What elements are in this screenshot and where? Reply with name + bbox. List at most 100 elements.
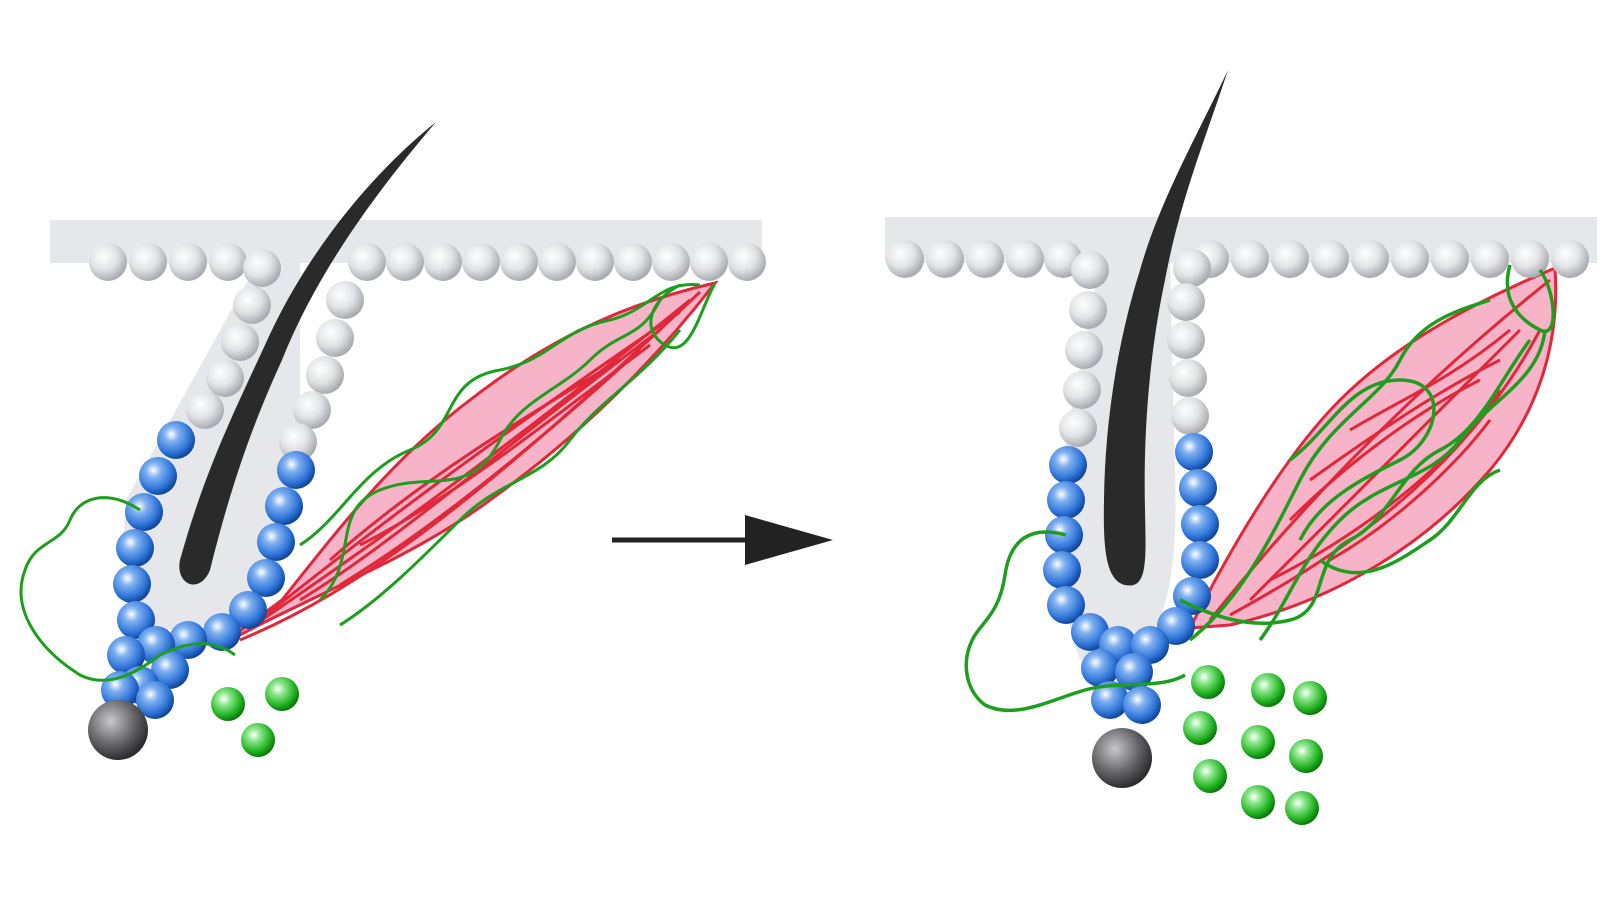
niche-cell xyxy=(1191,665,1225,699)
skin-cell xyxy=(233,286,271,324)
panel-before xyxy=(19,122,766,760)
skin-cell xyxy=(1231,240,1269,278)
skin-cell xyxy=(1071,251,1109,289)
skin-cell xyxy=(966,240,1004,278)
stem-cell xyxy=(1175,433,1213,471)
hair-shaft xyxy=(179,122,436,585)
skin-cell xyxy=(206,359,244,397)
stem-cells-after xyxy=(1043,433,1219,724)
skin-cell xyxy=(326,281,364,319)
skin-cell xyxy=(462,243,500,281)
skin-cells-before xyxy=(89,243,766,461)
skin-cell xyxy=(1551,240,1589,278)
stem-cell xyxy=(1043,551,1081,589)
skin-cell xyxy=(1069,291,1107,329)
skin-cell xyxy=(1167,321,1205,359)
niche-cells-after xyxy=(1183,665,1327,825)
skin-cell xyxy=(209,243,247,281)
dermal-papilla xyxy=(88,700,148,760)
stem-cell xyxy=(1181,505,1219,543)
skin-cell xyxy=(386,243,424,281)
skin-cell xyxy=(1063,371,1101,409)
stem-cell xyxy=(139,457,177,495)
skin-cell xyxy=(1065,331,1103,369)
stem-cell xyxy=(1091,681,1129,719)
stem-cell xyxy=(151,651,189,689)
skin-cell xyxy=(221,323,259,361)
hair-shaft xyxy=(1103,70,1228,586)
nerve-before xyxy=(19,282,717,682)
niche-cell xyxy=(1293,681,1327,715)
niche-cell xyxy=(265,677,299,711)
stem-cell xyxy=(107,636,145,674)
skin-cell xyxy=(926,240,964,278)
stem-cell xyxy=(1123,686,1161,724)
niche-cell xyxy=(1289,739,1323,773)
follicle-cavity xyxy=(124,262,300,632)
skin-cell xyxy=(728,243,766,281)
niche-cell xyxy=(1285,791,1319,825)
stem-cell xyxy=(157,421,195,459)
niche-cell xyxy=(1241,785,1275,819)
skin-cell xyxy=(279,423,317,461)
niche-cell xyxy=(1183,711,1217,745)
stem-cell xyxy=(265,487,303,525)
skin-cell xyxy=(169,243,207,281)
stem-cell xyxy=(1047,586,1085,624)
skin-cell xyxy=(1167,283,1205,321)
skin-cell xyxy=(1059,409,1097,447)
stem-cell xyxy=(169,621,207,659)
stem-cell xyxy=(1115,653,1153,691)
skin-cell xyxy=(500,243,538,281)
stem-cell xyxy=(229,591,267,629)
skin-cells-after xyxy=(886,240,1589,447)
skin-cell xyxy=(886,240,924,278)
skin-cell xyxy=(306,356,344,394)
skin-cell xyxy=(576,243,614,281)
skin-cell xyxy=(1511,240,1549,278)
skin-cell xyxy=(614,243,652,281)
skin-cell xyxy=(293,391,331,429)
muscle-fibers xyxy=(239,290,702,642)
skin-cell xyxy=(1391,240,1429,278)
skin-cell xyxy=(348,243,386,281)
stem-cell xyxy=(1179,469,1217,507)
skin-cell xyxy=(1431,240,1469,278)
skin-cell xyxy=(186,391,224,429)
panel-after xyxy=(885,70,1597,825)
niche-cell xyxy=(241,723,275,757)
skin-cell xyxy=(316,319,354,357)
skin-cell xyxy=(1169,359,1207,397)
skin-cell xyxy=(89,243,127,281)
stem-cell xyxy=(1081,649,1119,687)
stem-cell xyxy=(1047,481,1085,519)
stem-cell xyxy=(257,523,295,561)
skin-cell xyxy=(1171,397,1209,435)
stem-cell xyxy=(1157,607,1195,645)
nerve-after xyxy=(964,264,1555,713)
skin-cell xyxy=(424,243,462,281)
skin-cell xyxy=(1311,240,1349,278)
skin-cell xyxy=(1173,249,1211,287)
skin-cell xyxy=(243,249,281,287)
skin-cell xyxy=(652,243,690,281)
niche-cell xyxy=(1241,725,1275,759)
stem-cell xyxy=(277,451,315,489)
stem-cell xyxy=(136,681,174,719)
stem-cell xyxy=(247,559,285,597)
niche-cell xyxy=(1193,759,1227,793)
stem-cell xyxy=(116,529,154,567)
niche-cell xyxy=(211,687,245,721)
stem-cell xyxy=(125,493,163,531)
skin-cell xyxy=(1351,240,1389,278)
dermal-papilla xyxy=(1092,728,1152,788)
transition-arrow xyxy=(612,515,833,565)
niche-cells-before xyxy=(211,677,299,757)
niche-cell xyxy=(1251,673,1285,707)
stem-cell xyxy=(1049,446,1087,484)
stem-cell xyxy=(113,565,151,603)
arrow-head xyxy=(745,515,833,565)
skin-cell xyxy=(1471,240,1509,278)
